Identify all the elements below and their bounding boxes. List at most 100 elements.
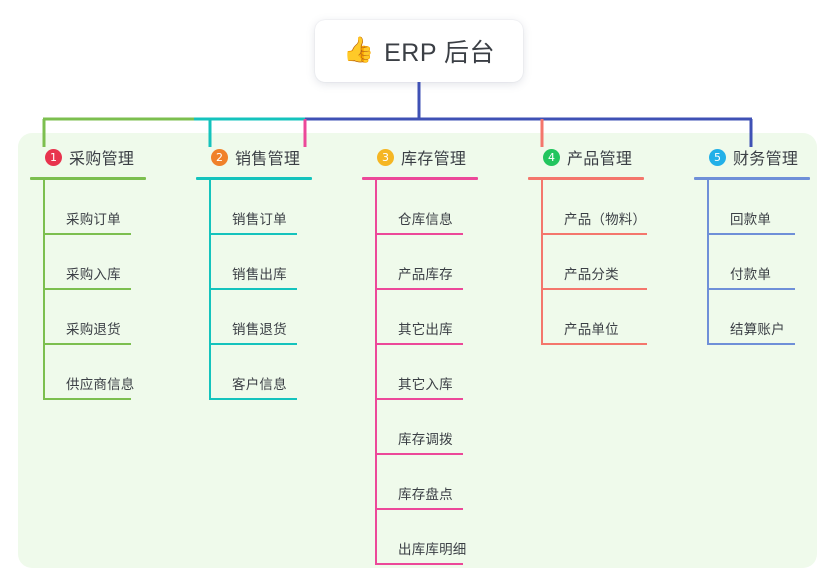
leaf-label: 采购订单 <box>66 212 121 227</box>
leaf-spine <box>209 180 211 400</box>
leaf-label: 产品分类 <box>564 267 619 282</box>
leaf-rule <box>209 233 297 235</box>
branch-header-rule <box>30 177 146 180</box>
branch-number-badge: 3 <box>377 148 394 166</box>
leaf-item[interactable]: 其它出库 <box>375 290 478 345</box>
leaf-label: 出库库明细 <box>398 542 467 557</box>
leaf-rule <box>209 398 297 400</box>
branch-header-rule <box>362 177 478 180</box>
branch-header-rule <box>196 177 312 180</box>
leaf-rule <box>375 288 463 290</box>
branch-header-1[interactable]: 1 采购管理 <box>30 145 146 169</box>
leaf-label: 销售退货 <box>232 322 287 337</box>
leaf-item[interactable]: 产品分类 <box>541 235 647 290</box>
leaf-label: 产品库存 <box>398 267 453 282</box>
leaf-rule <box>375 563 463 565</box>
branch-column-5: 5 财务管理回款单付款单结算账户 <box>694 145 810 345</box>
leaf-item[interactable]: 供应商信息 <box>43 345 146 400</box>
branch-header-2[interactable]: 2 销售管理 <box>196 145 312 169</box>
leaf-list: 回款单付款单结算账户 <box>694 180 810 345</box>
leaf-item[interactable]: 其它入库 <box>375 345 478 400</box>
leaf-rule <box>375 233 463 235</box>
leaf-list: 仓库信息产品库存其它出库其它入库库存调拨库存盘点出库库明细 <box>362 180 478 565</box>
branch-panel <box>18 133 817 568</box>
leaf-rule <box>43 398 131 400</box>
leaf-label: 仓库信息 <box>398 212 453 227</box>
branch-column-3: 3 库存管理仓库信息产品库存其它出库其它入库库存调拨库存盘点出库库明细 <box>362 145 478 565</box>
leaf-item[interactable]: 库存盘点 <box>375 455 478 510</box>
leaf-item[interactable]: 回款单 <box>707 180 810 235</box>
leaf-item[interactable]: 库存调拨 <box>375 400 478 455</box>
branch-column-4: 4 产品管理产品（物料） 产品分类产品单位 <box>528 145 647 345</box>
thumbs-up-icon: 👍 <box>342 35 375 64</box>
leaf-item[interactable]: 销售退货 <box>209 290 312 345</box>
leaf-label: 产品（物料） <box>564 212 647 227</box>
leaf-rule <box>375 343 463 345</box>
leaf-label: 结算账户 <box>730 322 785 337</box>
leaf-item[interactable]: 销售订单 <box>209 180 312 235</box>
leaf-item[interactable]: 付款单 <box>707 235 810 290</box>
leaf-item[interactable]: 销售出库 <box>209 235 312 290</box>
leaf-rule <box>707 288 795 290</box>
leaf-rule <box>43 288 131 290</box>
branch-header-3[interactable]: 3 库存管理 <box>362 145 478 169</box>
leaf-rule <box>375 508 463 510</box>
branch-title: 产品管理 <box>567 151 633 168</box>
branch-title: 财务管理 <box>733 151 799 168</box>
leaf-rule <box>209 343 297 345</box>
leaf-item[interactable]: 产品库存 <box>375 235 478 290</box>
leaf-spine <box>707 180 709 345</box>
leaf-list: 销售订单销售出库销售退货客户信息 <box>196 180 312 400</box>
leaf-item[interactable]: 仓库信息 <box>375 180 478 235</box>
leaf-rule <box>209 288 297 290</box>
leaf-item[interactable]: 结算账户 <box>707 290 810 345</box>
leaf-list: 采购订单采购入库采购退货供应商信息 <box>30 180 146 400</box>
leaf-label: 销售出库 <box>232 267 287 282</box>
branch-number-badge: 2 <box>211 148 228 166</box>
leaf-rule <box>375 453 463 455</box>
branch-title: 库存管理 <box>401 151 467 168</box>
branch-column-2: 2 销售管理销售订单销售出库销售退货客户信息 <box>196 145 312 400</box>
leaf-item[interactable]: 出库库明细 <box>375 510 478 565</box>
leaf-item[interactable]: 产品单位 <box>541 290 647 345</box>
leaf-label: 产品单位 <box>564 322 619 337</box>
leaf-rule <box>375 398 463 400</box>
leaf-item[interactable]: 采购入库 <box>43 235 146 290</box>
branch-header-5[interactable]: 5 财务管理 <box>694 145 810 169</box>
leaf-label: 库存调拨 <box>398 432 453 447</box>
leaf-label: 采购退货 <box>66 322 121 337</box>
branch-number-badge: 4 <box>543 148 560 166</box>
branch-title: 销售管理 <box>235 151 301 168</box>
branch-number-badge: 5 <box>709 148 726 166</box>
leaf-item[interactable]: 客户信息 <box>209 345 312 400</box>
branch-header-4[interactable]: 4 产品管理 <box>528 145 646 169</box>
leaf-label: 供应商信息 <box>66 377 135 392</box>
leaf-label: 客户信息 <box>232 377 287 392</box>
leaf-label: 其它出库 <box>398 322 453 337</box>
leaf-rule <box>541 288 647 290</box>
leaf-rule <box>541 343 647 345</box>
branch-number-badge: 1 <box>45 148 62 166</box>
leaf-item[interactable]: 采购订单 <box>43 180 146 235</box>
leaf-rule <box>541 233 647 235</box>
leaf-spine <box>541 180 543 345</box>
leaf-label: 其它入库 <box>398 377 453 392</box>
leaf-spine <box>375 180 377 565</box>
branch-column-1: 1 采购管理采购订单采购入库采购退货供应商信息 <box>30 145 146 400</box>
leaf-label: 销售订单 <box>232 212 287 227</box>
leaf-rule <box>43 343 131 345</box>
leaf-rule <box>707 343 795 345</box>
root-node-title: ERP 后台 <box>384 39 496 67</box>
leaf-spine <box>43 180 45 400</box>
root-node-card[interactable]: 👍 ERP 后台 <box>315 20 523 82</box>
leaf-rule <box>707 233 795 235</box>
leaf-item[interactable]: 采购退货 <box>43 290 146 345</box>
leaf-label: 库存盘点 <box>398 487 453 502</box>
leaf-label: 采购入库 <box>66 267 121 282</box>
leaf-label: 付款单 <box>730 267 772 282</box>
branch-title: 采购管理 <box>69 151 135 168</box>
leaf-item[interactable]: 产品（物料） <box>541 180 647 235</box>
leaf-label: 回款单 <box>730 212 772 227</box>
leaf-list: 产品（物料） 产品分类产品单位 <box>528 180 647 345</box>
